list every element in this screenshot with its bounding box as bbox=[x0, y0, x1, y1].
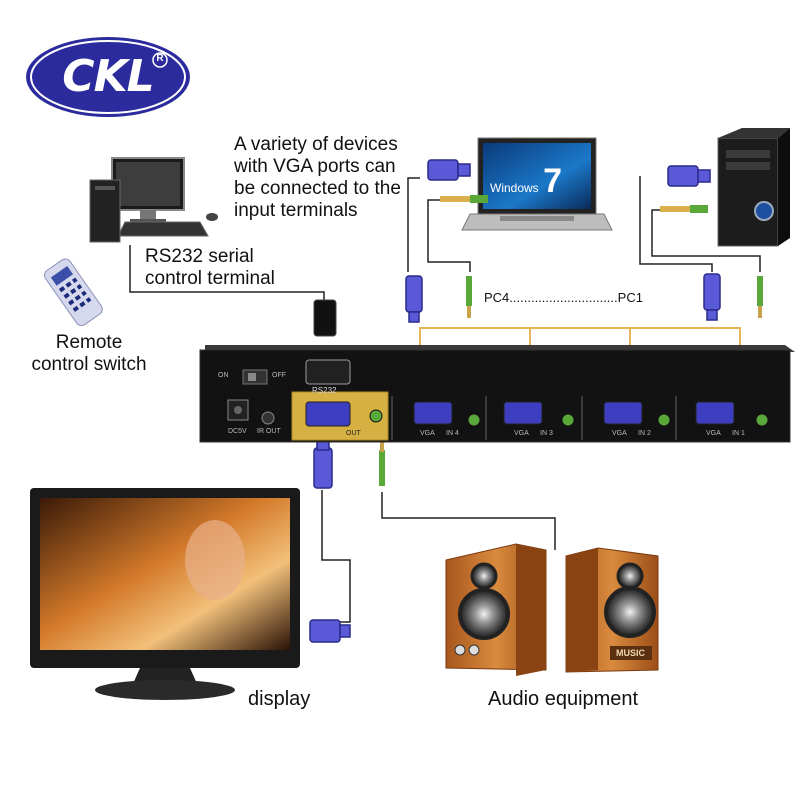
callout-line: be connected to the bbox=[234, 178, 401, 199]
connection-lines bbox=[129, 176, 761, 623]
remote-control-icon bbox=[44, 258, 103, 327]
vga-connector-icons bbox=[309, 159, 721, 643]
vga-input-3-type: VGA bbox=[514, 430, 529, 437]
registered-mark: R bbox=[156, 53, 164, 64]
callout-line: input terminals bbox=[234, 200, 358, 221]
display-caption: display bbox=[248, 688, 311, 710]
rs232-callout: RS232 serial control terminal bbox=[145, 246, 275, 290]
speaker-right-icon bbox=[565, 547, 659, 673]
output-port-label: OUT bbox=[346, 430, 361, 437]
rs232-port-label: RS232 bbox=[312, 386, 337, 395]
os-label: Windows bbox=[490, 181, 539, 195]
os-version: 7 bbox=[543, 162, 563, 200]
speaker-music-badge: MUSIC bbox=[616, 648, 645, 658]
vga-input-2-label: IN 2 bbox=[638, 430, 651, 437]
callout-line: Remote bbox=[55, 332, 123, 353]
vga-input-2-type: VGA bbox=[612, 430, 627, 437]
callout-line: control terminal bbox=[145, 268, 275, 289]
callout-line: control switch bbox=[31, 354, 147, 375]
rs232-cable-connector-icon bbox=[313, 299, 337, 337]
callout-line: A variety of devices bbox=[234, 134, 398, 155]
laptop-icon bbox=[461, 137, 613, 231]
callout-line: with VGA ports can bbox=[234, 156, 396, 177]
callout-line: RS232 serial bbox=[145, 246, 254, 267]
dc-input-label: DC5V bbox=[228, 428, 247, 435]
windows-label: Windows 7 bbox=[490, 162, 562, 201]
ckl-logo bbox=[26, 37, 190, 117]
vga-input-4-label: IN 4 bbox=[446, 430, 459, 437]
vga-input-1-type: VGA bbox=[706, 430, 721, 437]
audio-caption: Audio equipment bbox=[488, 688, 639, 710]
ir-port-label: IR OUT bbox=[257, 428, 281, 435]
audio-jack-icons bbox=[379, 195, 763, 486]
brand-logo-text: CKL bbox=[62, 51, 154, 102]
kvm-switch-box bbox=[199, 345, 795, 443]
power-off-label: OFF bbox=[272, 372, 286, 379]
display-monitor-icon bbox=[30, 488, 300, 700]
speaker-left-icon bbox=[445, 543, 547, 676]
vga-input-4-type: VGA bbox=[420, 430, 435, 437]
vga-input-1-label: IN 1 bbox=[732, 430, 745, 437]
pc-range-label: PC4..............................PC1 bbox=[484, 290, 643, 305]
power-on-label: ON bbox=[218, 372, 229, 379]
tower-computer-icon bbox=[717, 128, 790, 247]
vga-devices-callout: A variety of devices with VGA ports can … bbox=[234, 134, 401, 222]
desktop-computer-icon bbox=[89, 157, 218, 243]
vga-input-3-label: IN 3 bbox=[540, 430, 553, 437]
remote-callout: Remote control switch bbox=[26, 332, 152, 376]
